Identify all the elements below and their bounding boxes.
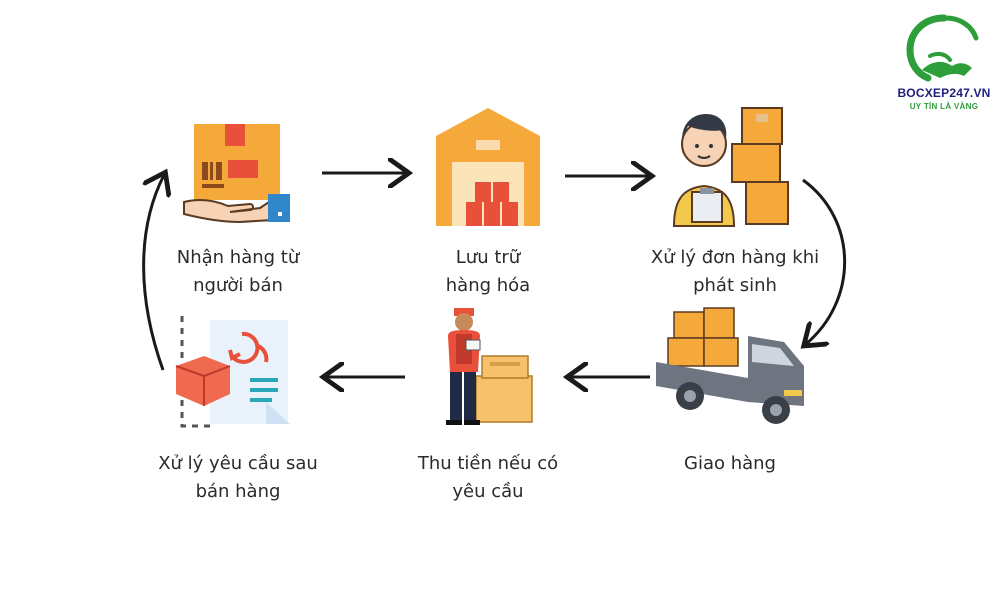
step-label-receive: Nhận hàng từ người bán: [176, 247, 300, 296]
worker-with-boxes-icon: [672, 107, 789, 227]
package-in-hand-icon: [183, 124, 290, 224]
brand-logo-icon: [906, 14, 979, 82]
step-label-deliver: Giao hàng: [684, 453, 776, 474]
step-label-after-sales: Xử lý yêu cầu sau bán hàng: [158, 453, 318, 502]
step-label-store: Lưu trữ hàng hóa: [445, 247, 531, 296]
step-label-process-order: Xử lý đơn hàng khi phát sinh: [650, 247, 820, 296]
courier-collect-payment-icon: [446, 308, 533, 425]
warehouse-icon: [436, 108, 540, 226]
step-label-collect-payment: Thu tiền nếu có yêu cầu: [417, 453, 559, 502]
brand-name: BOCXEP247.VN: [897, 86, 991, 100]
arrow-3-to-4: [803, 178, 847, 344]
brand-slogan: UY TÍN LÀ VÀNG: [909, 102, 979, 111]
arrow-6-to-1: [142, 175, 164, 371]
delivery-truck-icon: [656, 307, 804, 424]
return-document-icon: [175, 316, 290, 428]
